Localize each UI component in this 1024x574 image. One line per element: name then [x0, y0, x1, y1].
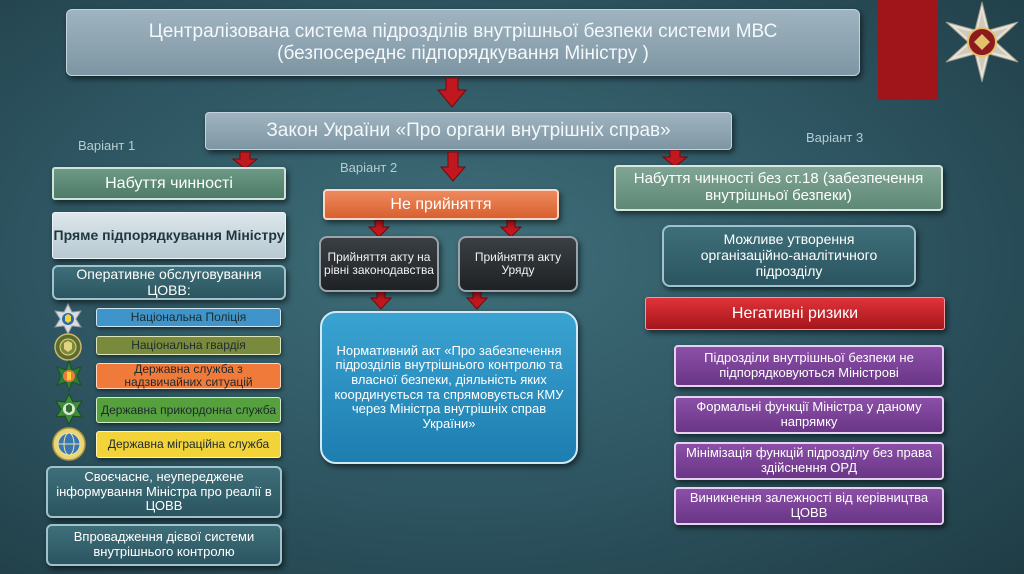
negative-risks-box: Негативні ризики [645, 297, 945, 330]
act-legislation-label: Прийняття акту на рівні законодавства [324, 249, 434, 277]
arrow-down-icon [500, 220, 522, 238]
risk-item-label: Мінімізація функцій підрозділу без права… [686, 445, 932, 475]
normative-act-label: Нормативний акт «Про забезпечення підроз… [334, 342, 564, 431]
migration-service-emblem-icon [52, 427, 86, 461]
arrow-down-icon [662, 150, 688, 168]
agency-border-guard: Державна прикордонна служба [96, 397, 281, 423]
agency-label: Національна Поліція [130, 310, 247, 325]
emergency-service-emblem-icon [56, 360, 82, 392]
operational-service-label: Оперативне обслуговування ЦОВВ: [76, 265, 262, 298]
header-title-line1: Централізована система підрозділів внутр… [148, 21, 778, 43]
act-legislation-box: Прийняття акту на рівні законодавства [319, 236, 439, 292]
direct-subordination-box: Пряме підпорядкування Міністру [52, 212, 286, 259]
header-title-line2: (безпосереднє підпорядкування Міністру ) [277, 42, 649, 64]
accent-bar [878, 0, 938, 100]
law-title: Закон України «Про органи внутрішніх спр… [266, 120, 671, 142]
timely-info-box: Своєчасне, неупереджене інформування Мін… [46, 466, 282, 518]
operational-service-box: Оперативне обслуговування ЦОВВ: [52, 265, 286, 300]
entry-no-art18-label: Набуття чинності без ст.18 (забезпечення… [633, 170, 924, 204]
non-adoption-label: Не прийняття [390, 195, 492, 213]
analytical-unit-box: Можливе утворення організаційно-аналітич… [662, 225, 916, 287]
arrow-down-icon [437, 78, 467, 108]
negative-risks-label: Негативні ризики [731, 304, 859, 322]
law-box: Закон України «Про органи внутрішніх спр… [205, 112, 732, 150]
national-guard-emblem-icon [54, 333, 82, 361]
variant-1-label: Варіант 1 [78, 138, 136, 153]
variant-2-label: Варіант 2 [340, 160, 398, 175]
agency-emergency-service: Державна служба з надзвичайних ситуацій [96, 363, 281, 389]
analytical-unit-label: Можливе утворення організаційно-аналітич… [700, 231, 878, 279]
risk-item: Мінімізація функцій підрозділу без права… [674, 442, 944, 480]
border-guard-emblem-icon [55, 393, 83, 425]
entry-into-force-box: Набуття чинності [52, 167, 286, 200]
arrow-down-icon [440, 152, 466, 182]
agency-national-guard: Національна гвардія [96, 336, 281, 355]
agency-label: Національна гвардія [131, 338, 246, 353]
control-system-box: Впровадження дієвої системи внутрішнього… [46, 524, 282, 566]
ministry-star-emblem-icon [945, 1, 1019, 83]
direct-subordination-label: Пряме підпорядкування Міністру [53, 226, 285, 243]
police-emblem-icon [54, 303, 82, 335]
arrow-down-icon [466, 290, 488, 310]
act-government-label: Прийняття акту Уряду [474, 249, 562, 277]
central-system-header: Централізована система підрозділів внутр… [66, 9, 860, 76]
entry-into-force-label: Набуття чинності [105, 174, 233, 192]
risk-item: Формальні функції Міністра у даному напр… [674, 396, 944, 434]
agency-label: Державна міграційна служба [107, 437, 270, 452]
risk-item-label: Виникнення залежності від керівництва ЦО… [689, 490, 929, 520]
normative-act-box: Нормативний акт «Про забезпечення підроз… [320, 311, 578, 464]
risk-item-label: Формальні функції Міністра у даному напр… [696, 399, 922, 429]
risk-item: Підрозділи внутрішньої безпеки не підпор… [674, 345, 944, 387]
non-adoption-box: Не прийняття [323, 189, 559, 220]
arrow-down-icon [232, 152, 258, 170]
variant-3-label: Варіант 3 [806, 130, 864, 145]
arrow-down-icon [368, 220, 390, 238]
arrow-down-icon [370, 290, 392, 310]
control-system-label: Впровадження дієвої системи внутрішнього… [73, 529, 255, 559]
agency-migration-service: Державна міграційна служба [96, 431, 281, 458]
agency-label: Державна прикордонна служба [100, 402, 277, 417]
agency-label: Державна служба з надзвичайних ситуацій [124, 362, 253, 389]
entry-no-art18-box: Набуття чинності без ст.18 (забезпечення… [614, 165, 943, 211]
risk-item-label: Підрозділи внутрішньої безпеки не підпор… [704, 350, 914, 380]
agency-national-police: Національна Поліція [96, 308, 281, 327]
timely-info-label: Своєчасне, неупереджене інформування Мін… [56, 469, 272, 514]
act-government-box: Прийняття акту Уряду [458, 236, 578, 292]
risk-item: Виникнення залежності від керівництва ЦО… [674, 487, 944, 525]
